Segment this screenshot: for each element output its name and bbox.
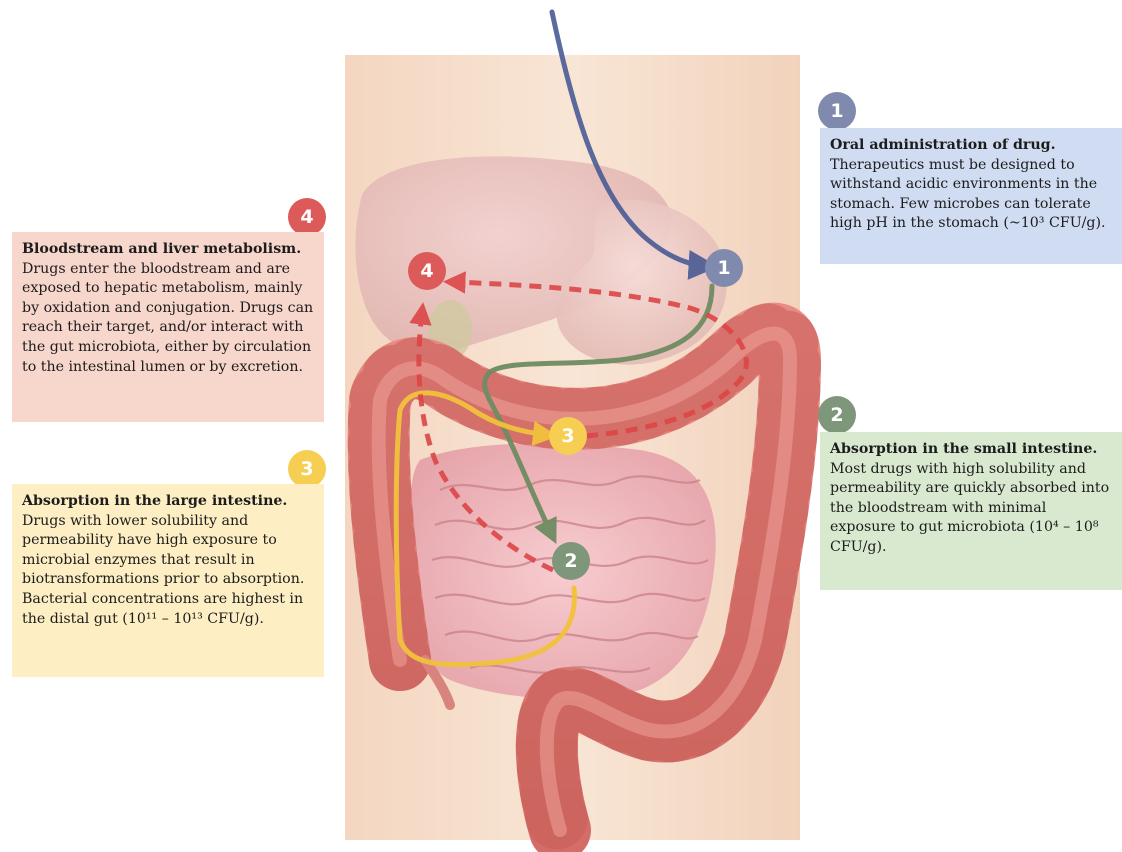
stage-2-label-badge: 2 [818, 396, 856, 434]
stage-2-title: Absorption in the small intestine. [830, 440, 1112, 460]
stage-3-body: Drugs with lower solubility and permeabi… [22, 512, 314, 630]
stage-2-marker: 2 [552, 542, 590, 580]
stage-1-title: Oral administration of drug. [830, 136, 1112, 156]
stage-4-title: Bloodstream and liver metabolism. [22, 240, 314, 260]
stage-3-marker: 3 [549, 417, 587, 455]
stage-2-description: Absorption in the small intestine. Most … [820, 432, 1122, 590]
stage-1-label-badge: 1 [818, 92, 856, 130]
stage-3-label-badge: 3 [288, 450, 326, 488]
stage-4-label-badge: 4 [288, 198, 326, 236]
stage-3-description: Absorption in the large intestine. Drugs… [12, 484, 324, 677]
stage-4-body: Drugs enter the bloodstream and are expo… [22, 260, 314, 378]
stage-2-body: Most drugs with high solubility and perm… [830, 460, 1112, 558]
stage-1-description: Oral administration of drug. Therapeutic… [820, 128, 1122, 264]
stage-3-title: Absorption in the large intestine. [22, 492, 314, 512]
stage-1-marker: 1 [705, 249, 743, 287]
stage-4-marker: 4 [408, 252, 446, 290]
stage-4-description: Bloodstream and liver metabolism. Drugs … [12, 232, 324, 422]
stage-1-body: Therapeutics must be designed to withsta… [830, 156, 1112, 234]
